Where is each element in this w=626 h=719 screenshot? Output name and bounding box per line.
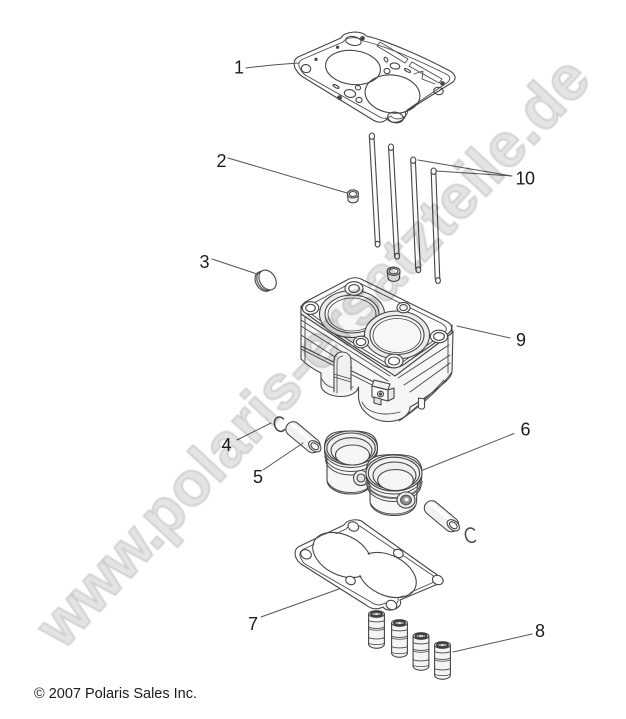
svg-text:7: 7 [248,614,258,634]
svg-text:4: 4 [221,435,231,455]
svg-text:1: 1 [234,58,244,78]
svg-text:3: 3 [199,252,209,272]
svg-text:© 2007 Polaris Sales Inc.: © 2007 Polaris Sales Inc. [34,686,197,702]
svg-text:6: 6 [520,420,530,440]
svg-text:10: 10 [515,169,535,189]
svg-text:9: 9 [516,330,526,350]
svg-text:2: 2 [216,151,226,171]
svg-text:8: 8 [535,621,545,641]
svg-text:5: 5 [253,467,263,487]
